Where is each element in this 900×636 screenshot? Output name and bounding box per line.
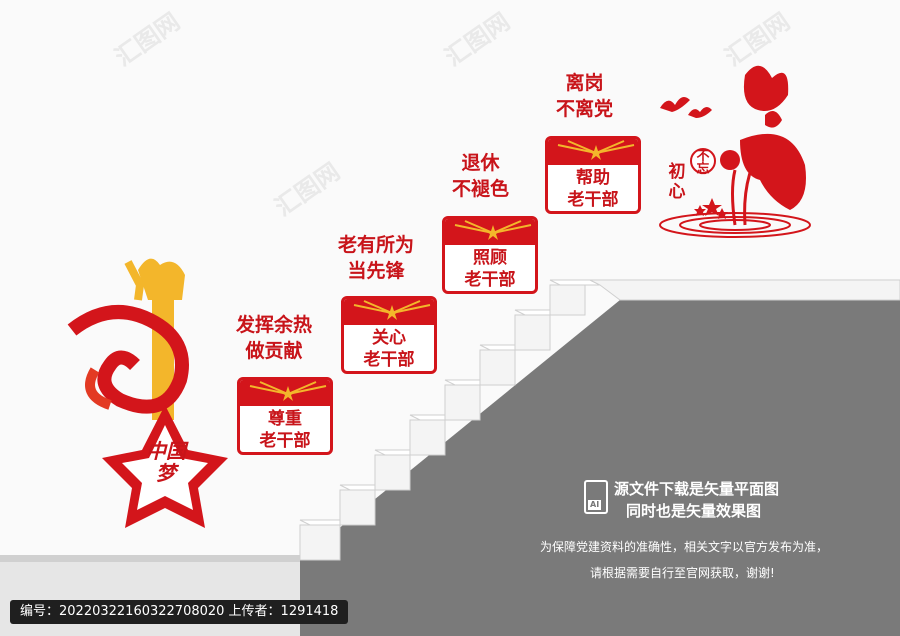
info-line: 源文件下载是矢量平面图 — [614, 480, 780, 498]
card-text: 照顾 老干部 — [464, 248, 516, 290]
emblem-text: 中国梦 — [146, 439, 186, 485]
slogan-text: 离岗 不离党 — [556, 72, 614, 120]
card-text: 关心 老干部 — [363, 328, 415, 370]
file-icon: AI — [584, 480, 608, 514]
star-rays-icon — [353, 300, 431, 320]
floor — [0, 560, 300, 636]
card-help: 帮助 老干部 — [545, 136, 641, 214]
file-icon-label: AI — [588, 500, 602, 510]
star-rays-icon — [454, 220, 532, 240]
lotus-badge: 不忘 — [690, 148, 716, 176]
stair-steps — [299, 279, 900, 561]
slogan-text: 退休 不褪色 — [452, 152, 510, 200]
card-respect: 尊重 老干部 — [237, 377, 333, 455]
card-look-after: 照顾 老干部 — [442, 216, 538, 294]
card-banner — [240, 380, 330, 406]
star-emblem — [102, 405, 228, 528]
card-banner — [344, 299, 434, 325]
birds — [660, 96, 712, 118]
card-banner — [445, 219, 535, 245]
card-care: 关心 老干部 — [341, 296, 437, 374]
card-text: 帮助 老干部 — [567, 168, 619, 210]
red-ribbon — [67, 305, 189, 414]
slogan-text: 老有所为 当先锋 — [338, 234, 415, 282]
info-line: 为保障党建资料的准确性，相关文字以官方发布为准， — [540, 540, 829, 554]
card-banner — [548, 139, 638, 165]
lotus-illustration — [659, 65, 811, 238]
info-line: 请根据需要自行至官网获取，谢谢! — [590, 566, 775, 580]
slogan-text: 发挥余热 做贡献 — [236, 314, 313, 362]
lotus-text: 初心 — [668, 162, 686, 202]
footer-bar: 编号：20220322160322708020 上传者：1291418 — [10, 600, 349, 624]
card-text: 尊重 老干部 — [259, 409, 311, 451]
star-rays-icon — [249, 381, 327, 401]
info-line: 同时也是矢量效果图 — [626, 502, 762, 520]
star-rays-icon — [557, 140, 635, 160]
